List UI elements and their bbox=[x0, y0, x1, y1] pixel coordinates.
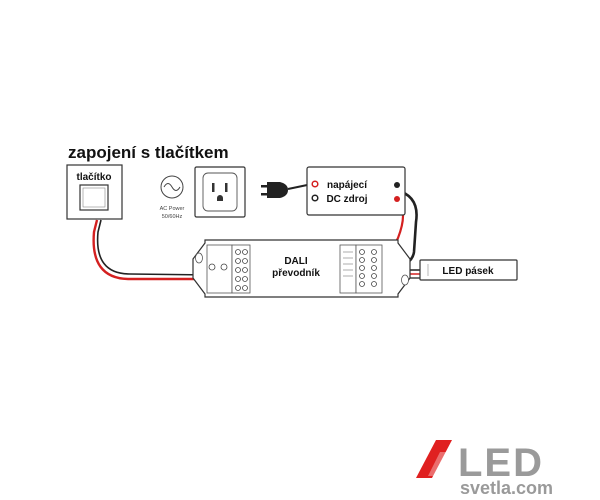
converter-input-terminals bbox=[206, 244, 251, 294]
logo-led-lettering: LED bbox=[416, 440, 544, 485]
push-button-icon bbox=[79, 184, 109, 211]
ac-frequency-label: 50/60Hz bbox=[162, 214, 183, 220]
converter-label-2: převodník bbox=[272, 268, 320, 279]
supply-out-black bbox=[394, 182, 400, 188]
power-plug-icon bbox=[261, 182, 288, 198]
outlet-ground bbox=[217, 195, 223, 201]
ac-power-symbol: AC Power 50/60Hz bbox=[160, 175, 185, 220]
converter-label-1: DALI bbox=[284, 256, 308, 267]
sine-wave bbox=[163, 183, 181, 191]
power-supply-label-1: napájecí bbox=[327, 180, 368, 191]
converter-output-terminals bbox=[339, 244, 383, 294]
power-supply-label-2: DC zdroj bbox=[326, 194, 367, 205]
wall-outlet bbox=[194, 166, 246, 218]
red-wire-button bbox=[92, 219, 212, 281]
logo-bottom-text: svetla.com bbox=[460, 478, 553, 498]
supply-terminal-1 bbox=[311, 180, 319, 188]
led-svetla-logo: LED svetla.com bbox=[416, 440, 553, 498]
outlet-slot-left bbox=[212, 183, 215, 192]
supply-out-red bbox=[394, 196, 400, 202]
led-strip-label: LED pásek bbox=[442, 266, 494, 277]
push-button-label: tlačítko bbox=[76, 172, 111, 183]
black-wire-button bbox=[96, 219, 213, 276]
logo-top-text: LED bbox=[458, 441, 544, 485]
push-button-box: tlačítko bbox=[66, 164, 123, 220]
dali-converter-box: DALI převodník bbox=[192, 239, 411, 298]
outlet-slot-right bbox=[225, 183, 228, 192]
supply-terminal-2 bbox=[311, 194, 319, 202]
led-strip-box: LED pásek bbox=[419, 259, 518, 281]
power-supply-box: napájecí DC zdroj bbox=[306, 166, 406, 216]
diagram-title: zapojení s tlačítkem bbox=[68, 143, 229, 162]
ac-power-label: AC Power bbox=[160, 206, 185, 212]
